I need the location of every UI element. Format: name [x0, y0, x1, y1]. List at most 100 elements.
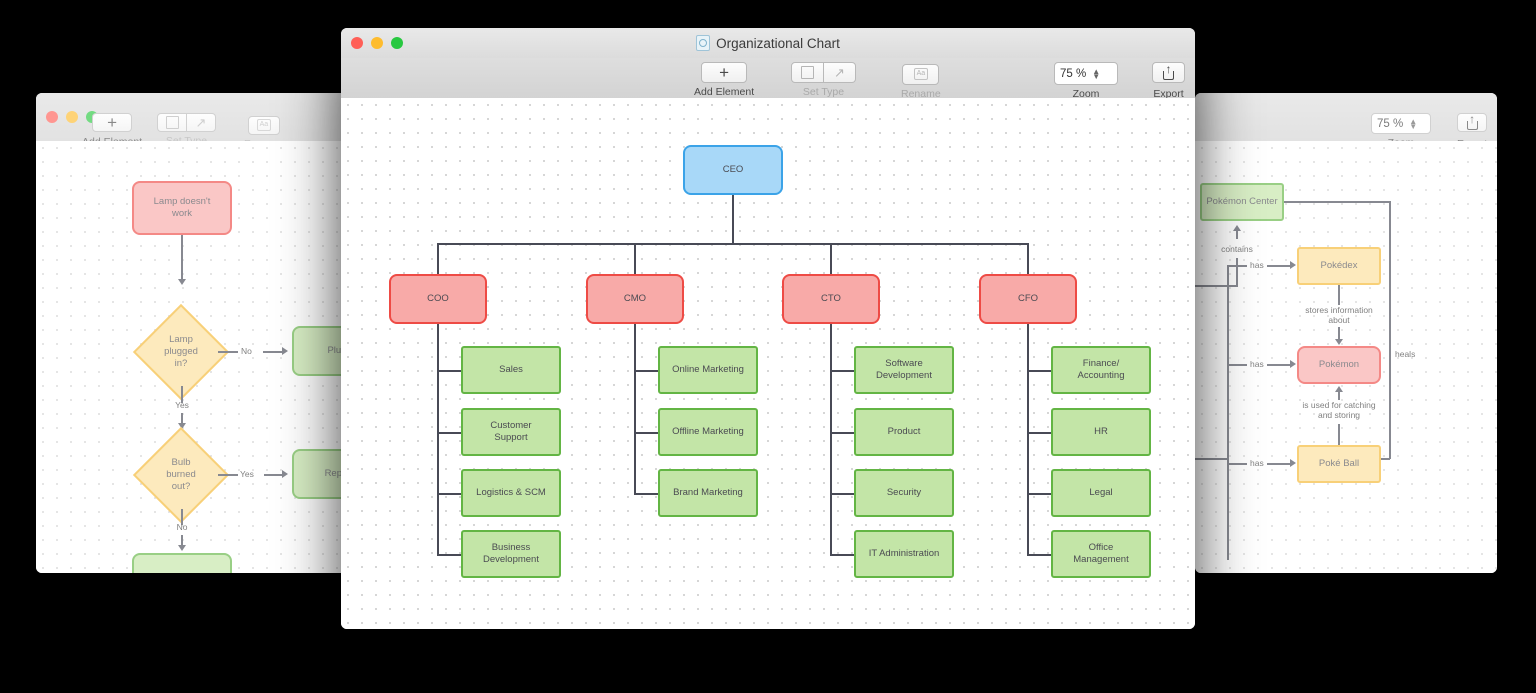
- node-product[interactable]: Product: [854, 408, 954, 456]
- zoom-control[interactable]: 75 % ▲▼ Zoom: [1054, 62, 1118, 100]
- node-hr[interactable]: HR: [1051, 408, 1151, 456]
- node-line-1: Finance/: [1082, 358, 1120, 369]
- main-traffic-lights[interactable]: [351, 37, 403, 49]
- node-pokemon-center[interactable]: Pokémon Center: [1200, 183, 1284, 221]
- minimize-button[interactable]: [371, 37, 383, 49]
- node-ceo[interactable]: CEO: [683, 145, 783, 195]
- node-software-development[interactable]: Software Development: [854, 346, 954, 394]
- edge-bus-coo: [437, 243, 439, 276]
- arrowhead-right: [282, 347, 288, 355]
- plus-glyph: +: [107, 113, 118, 132]
- arrowhead-right: [1290, 459, 1296, 467]
- plus-icon[interactable]: +: [701, 62, 748, 83]
- node-line-2: work: [171, 208, 193, 219]
- edge-heals-v: [1389, 201, 1391, 459]
- node-line-1: Business: [491, 542, 531, 553]
- node-lamp-doesnt-work[interactable]: Lamp doesn't work: [132, 181, 232, 235]
- node-label: Poké Ball: [1318, 458, 1360, 469]
- node-sales[interactable]: Sales: [461, 346, 561, 394]
- edge-has-pokedex-b: [1267, 265, 1291, 267]
- node-office-management[interactable]: Office Management: [1051, 530, 1151, 578]
- flowchart-window[interactable]: + Add Element ↗ Set Type Aa Rename Lamp …: [36, 93, 346, 573]
- node-replace[interactable]: Replace: [292, 449, 346, 499]
- node-label: Sales: [499, 364, 523, 375]
- flowchart-canvas[interactable]: Lamp doesn't work Lamp plugged in? No Pl…: [36, 141, 346, 573]
- right-window-toolbar: 75 % ▲▼ Zoom Export: [1195, 93, 1497, 150]
- arrow-glyph: ↗: [834, 65, 845, 80]
- close-button[interactable]: [351, 37, 363, 49]
- node-online-marketing[interactable]: Online Marketing: [658, 346, 758, 394]
- minimize-button[interactable]: [66, 111, 78, 123]
- node-plug-in[interactable]: Plug in: [292, 326, 346, 376]
- plus-icon[interactable]: +: [92, 113, 133, 132]
- edge-has-feeder: [1195, 458, 1228, 460]
- aa-glyph: Aa: [256, 119, 272, 131]
- node-offline-marketing[interactable]: Offline Marketing: [658, 408, 758, 456]
- rename-button[interactable]: Aa Rename: [901, 62, 941, 100]
- arrow-diagonal-icon[interactable]: ↗: [824, 62, 856, 83]
- export-button[interactable]: Export: [1152, 62, 1185, 100]
- node-it-administration[interactable]: IT Administration: [854, 530, 954, 578]
- arrow-glyph: ↗: [195, 115, 207, 130]
- node-label: COO: [427, 293, 449, 304]
- edge-cmo-spine: [634, 324, 636, 494]
- zoom-button[interactable]: [391, 37, 403, 49]
- edge-label-heals: heals: [1395, 349, 1416, 359]
- node-label: Pokémon: [1318, 359, 1360, 370]
- edge-cfo-office: [1027, 554, 1051, 556]
- node-cmo[interactable]: CMO: [586, 274, 684, 324]
- edge-bus-cto: [830, 243, 832, 276]
- text-format-icon[interactable]: Aa: [902, 63, 940, 85]
- organizational-chart-window[interactable]: Organizational Chart + Add Element ↗ Set…: [341, 28, 1195, 629]
- set-type-segments[interactable]: ↗: [791, 62, 856, 83]
- node-cto[interactable]: CTO: [782, 274, 880, 324]
- node-finance-accounting[interactable]: Finance/ Accounting: [1051, 346, 1151, 394]
- edge-has-spine: [1227, 265, 1229, 560]
- edge-d2-yes: [218, 474, 238, 476]
- stepper-icon[interactable]: ▲▼: [1409, 117, 1417, 130]
- node-poke-ball[interactable]: Poké Ball: [1297, 445, 1381, 483]
- node-security[interactable]: Security: [854, 469, 954, 517]
- zoom-field[interactable]: 75 % ▲▼: [1054, 62, 1118, 85]
- share-upload-icon[interactable]: [1457, 112, 1488, 132]
- pokemon-diagram-window[interactable]: 75 % ▲▼ Zoom Export Pokémon Center conta…: [1195, 93, 1497, 573]
- zoom-value: 75 %: [1377, 117, 1404, 130]
- arrowhead-right: [282, 470, 288, 478]
- node-coo[interactable]: COO: [389, 274, 487, 324]
- node-label: Logistics & SCM: [476, 487, 546, 498]
- add-element-button[interactable]: + Add Element: [694, 62, 754, 98]
- node-logistics-scm[interactable]: Logistics & SCM: [461, 469, 561, 517]
- node-legal[interactable]: Legal: [1051, 469, 1151, 517]
- org-chart-canvas[interactable]: CEO COO CMO CTO CFO Sales Customer Suppo…: [341, 98, 1195, 629]
- text-format-icon[interactable]: Aa: [247, 115, 280, 135]
- left-set-type-segments[interactable]: ↗: [157, 113, 216, 132]
- node-brand-marketing[interactable]: Brand Marketing: [658, 469, 758, 517]
- arrow-diagonal-icon[interactable]: ↗: [187, 113, 216, 132]
- close-button[interactable]: [46, 111, 58, 123]
- node-customer-support[interactable]: Customer Support: [461, 408, 561, 456]
- square-icon[interactable]: [791, 62, 824, 83]
- share-upload-icon[interactable]: [1152, 62, 1185, 83]
- export-label: Export: [1153, 87, 1184, 100]
- arrowhead-up: [1233, 225, 1241, 231]
- stepper-icon[interactable]: ▲▼: [1092, 67, 1100, 80]
- pokemon-canvas[interactable]: Pokémon Center contains heals has Pokéde…: [1195, 141, 1497, 573]
- node-pokemon[interactable]: Pokémon: [1297, 346, 1381, 384]
- node-label: IT Administration: [868, 548, 940, 559]
- node-cfo[interactable]: CFO: [979, 274, 1077, 324]
- square-icon[interactable]: [157, 113, 187, 132]
- zoom-field[interactable]: 75 % ▲▼: [1371, 113, 1431, 134]
- edge-d1-yes: [181, 386, 183, 403]
- node-line-2: Development: [483, 554, 539, 565]
- node-pokedex[interactable]: Pokédex: [1297, 247, 1381, 285]
- edge-cto-product: [830, 432, 854, 434]
- node-business-development[interactable]: Business Development: [461, 530, 561, 578]
- edge-label-has-pokedex: has: [1250, 260, 1264, 270]
- edge-d2-no-b: [181, 535, 183, 549]
- set-type-control[interactable]: ↗ Set Type: [791, 62, 856, 98]
- arrowhead-right: [1290, 360, 1296, 368]
- node-repair-lamp[interactable]: Repair lamp: [132, 553, 232, 573]
- node-label: HR: [1094, 426, 1108, 437]
- edge-label-d2-no: No: [176, 522, 188, 532]
- main-titlebar[interactable]: Organizational Chart: [341, 28, 1195, 58]
